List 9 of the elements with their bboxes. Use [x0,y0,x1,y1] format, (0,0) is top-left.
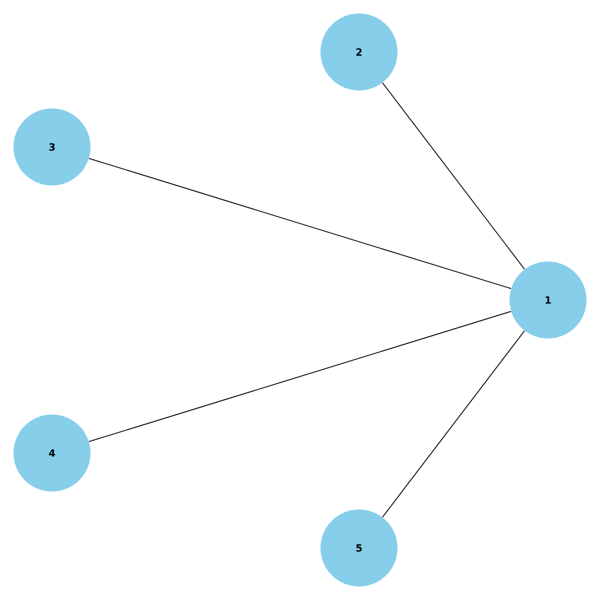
edge-line [382,330,525,518]
circle-node: 1 [510,262,586,338]
edge-line [382,82,525,270]
circle-node: 3 [14,108,90,186]
circle-node: 4 [14,414,90,492]
edge-line [88,310,512,442]
edge-line [88,158,512,290]
circle-node: 5 [320,510,398,586]
circle-node: 2 [320,14,398,90]
